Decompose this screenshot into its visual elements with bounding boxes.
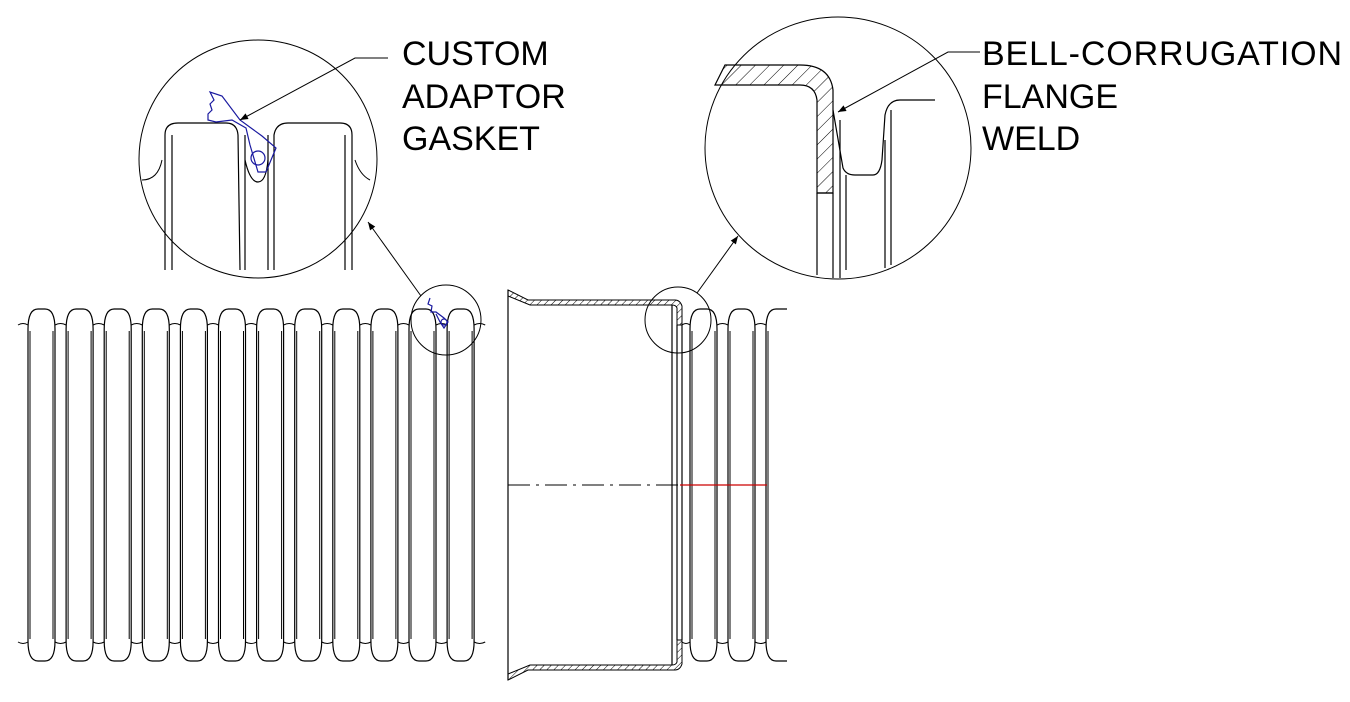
gasket-small-ring (440, 318, 448, 326)
corrugation-valley (321, 323, 334, 644)
leader-gasket-detail (367, 221, 422, 297)
detail-view-gasket (138, 39, 378, 279)
detail-circle-large-weld (704, 16, 972, 280)
callout-gasket-line-1: CUSTOM (402, 35, 549, 73)
corrugation-valley (359, 323, 372, 644)
corrugation (294, 308, 323, 662)
corrugation-valley (207, 323, 219, 644)
corrugation-valley (17, 323, 29, 644)
corrugation-valley (716, 323, 729, 644)
corrugation (179, 308, 208, 662)
corrugation-valley (54, 323, 67, 644)
bell-bottom-wall (507, 639, 683, 681)
corrugation (446, 308, 475, 662)
corrugation-valley (754, 323, 767, 644)
corrugated-pipe (17, 308, 486, 662)
callout-weld-line-3: WELD (982, 120, 1080, 158)
corrugation (332, 308, 361, 662)
corrugation-valley (130, 323, 143, 644)
detail-circle-weld (644, 286, 712, 354)
callout-gasket-line-3: GASKET (402, 120, 540, 158)
corrugation (370, 308, 399, 662)
corrugation-valley (92, 323, 105, 644)
corrugation (141, 308, 170, 662)
corrugation (65, 308, 94, 662)
bell-side-corrugated-pipe (681, 300, 867, 680)
corrugation (727, 308, 756, 662)
gasket-small (427, 297, 449, 330)
callout-label-gasket: CUSTOM ADAPTOR GASKET (402, 35, 566, 158)
corrugation-valley (283, 323, 295, 644)
leader-gasket-callout (239, 57, 388, 121)
detail-view-weld (704, 16, 972, 280)
corrugation-valley (681, 323, 691, 644)
detail-circle-gasket (410, 284, 482, 356)
corrugation-valley (245, 323, 257, 644)
corrugation-valley (435, 323, 448, 644)
corrugation (408, 308, 437, 662)
leader-weld-callout (837, 51, 980, 113)
corrugation (689, 308, 718, 662)
leader-weld-detail (696, 235, 739, 294)
detail-circle-large-gasket (138, 39, 378, 279)
corrugation (27, 308, 56, 662)
gasket-ring (250, 150, 266, 166)
corrugation (103, 308, 132, 662)
callout-label-weld: BELL-CORRUGATION FLANGE WELD (982, 35, 1342, 158)
pipe-cut-mask (787, 300, 867, 680)
corrugation (217, 308, 247, 662)
callout-gasket-line-2: ADAPTOR (402, 78, 566, 116)
callout-weld-line-1: BELL-CORRUGATION (982, 35, 1342, 73)
corrugation-valley (169, 323, 181, 644)
weld-hatch (714, 64, 834, 194)
corrugation (256, 308, 285, 662)
corrugation-valley (397, 323, 410, 644)
callout-weld-line-2: FLANGE (982, 78, 1118, 116)
corrugation-valley (473, 323, 486, 644)
gasket-profile (207, 90, 277, 173)
